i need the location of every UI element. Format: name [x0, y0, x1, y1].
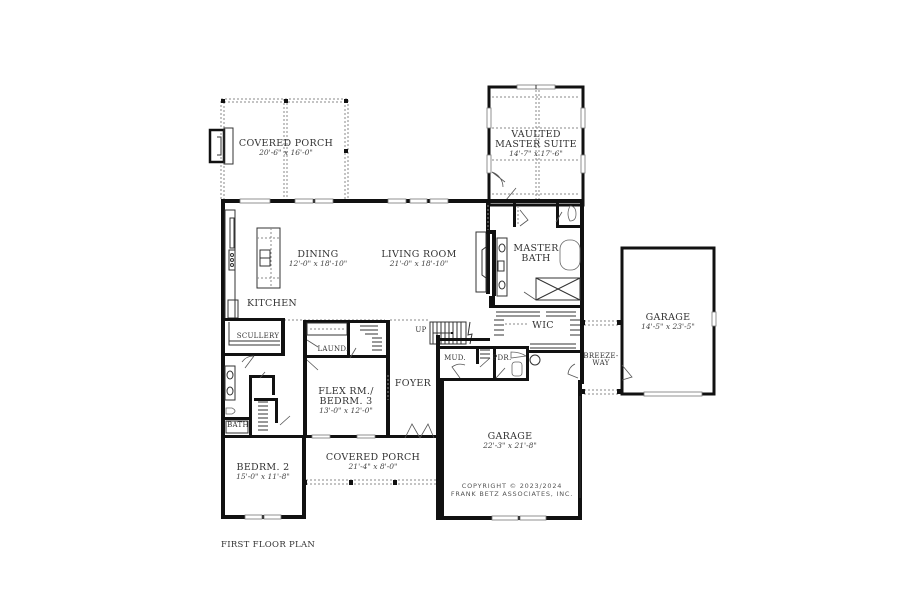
room-label-laundry: LAUND. — [317, 345, 349, 353]
room-label-scullery: SCULLERY — [236, 332, 280, 340]
room-name-line2: BEDRM. 3 — [319, 395, 373, 407]
flex-laundry-walls — [303, 320, 390, 438]
room-name: LAUND. — [317, 345, 349, 353]
room-name: GARAGE — [645, 312, 691, 323]
copyright-notice: COPYRIGHT © 2023/2024 FRANK BETZ ASSOCIA… — [451, 482, 573, 499]
room-name: LIVING ROOM — [381, 249, 457, 260]
plan-title: FIRST FLOOR PLAN — [221, 540, 316, 550]
room-name: SCULLERY — [236, 332, 280, 340]
room-label-garage-main: GARAGE 22'-3" x 21'-8" — [483, 432, 537, 450]
room-dimensions: 22'-3" x 21'-8" — [483, 440, 537, 450]
room-name: BEDRM. 2 — [236, 462, 290, 473]
stair-label: UP — [415, 326, 427, 334]
room-dimensions: 14'-7" x 17'-6" — [509, 148, 563, 158]
room-label-bedroom-2: BEDRM. 2 15'-0" x 11'-8" — [236, 463, 290, 481]
copyright-line-1: COPYRIGHT © 2023/2024 — [461, 482, 563, 490]
room-label-foyer: FOYER — [395, 379, 431, 389]
room-label-covered-porch-rear: COVERED PORCH 20'-6" x 16'-0" — [239, 139, 333, 157]
master-suite-outline — [486, 84, 586, 207]
room-name-line2: WAY — [592, 359, 610, 368]
room-name-line1: BREEZE- — [583, 352, 619, 360]
room-label-master-suite: VAULTED MASTER SUITE 14'-7" x 17'-6" — [495, 130, 577, 158]
room-label-master-bath: MASTER BATH — [513, 244, 558, 264]
room-name: PDR. — [492, 354, 512, 362]
room-label-garage-detached: GARAGE 14'-5" x 23'-5" — [641, 313, 695, 331]
room-dimensions: 20'-6" x 16'-0" — [259, 147, 313, 157]
room-dimensions: 13'-0" x 12'-0" — [319, 405, 373, 415]
room-name-line2: BATH — [521, 252, 551, 264]
mud-powder-walls — [439, 346, 541, 381]
foyer-stairs — [390, 319, 490, 520]
room-label-breezeway: BREEZE- WAY — [583, 352, 619, 368]
room-label-dining: DINING 12'-0" x 18'-10" — [289, 250, 348, 268]
scullery-walls — [221, 318, 285, 369]
stair-up-label: UP — [415, 326, 427, 334]
room-label-powder: PDR. — [492, 354, 512, 362]
room-name: BATH — [227, 421, 249, 429]
room-name: GARAGE — [487, 431, 533, 442]
room-name: COVERED PORCH — [325, 452, 421, 463]
room-name: KITCHEN — [246, 298, 298, 309]
room-dimensions: 21'-4" x 8'-0" — [348, 461, 398, 471]
walk-in-closet — [494, 311, 584, 353]
room-label-mud: MUD. — [444, 354, 466, 362]
room-name: FOYER — [394, 378, 432, 389]
room-name-line1: FLEX RM./ — [318, 386, 374, 397]
room-dimensions: 12'-0" x 18'-10" — [288, 258, 348, 268]
room-label-kitchen: KITCHEN — [247, 299, 297, 309]
breezeway — [581, 320, 621, 395]
room-label-flex-room: FLEX RM./ BEDRM. 3 13'-0" x 12'-0" — [318, 387, 373, 415]
detached-garage-walls — [620, 246, 717, 397]
bedroom-2-walls — [221, 435, 306, 520]
bath-hall-walls — [221, 365, 306, 438]
rear-covered-porch-outline — [208, 98, 349, 201]
copyright-line-2: FRANK BETZ ASSOCIATES, INC. — [450, 490, 574, 499]
room-name: MUD. — [444, 354, 466, 362]
main-exterior-walls — [221, 198, 496, 519]
closet-shelving — [360, 325, 382, 351]
room-dimensions: 14'-5" x 23'-5" — [641, 321, 695, 331]
room-name-line2: MASTER SUITE — [495, 138, 577, 150]
room-dimensions: 21'-0" x 18'-10" — [389, 258, 449, 268]
room-name-line1: MASTER — [513, 243, 559, 254]
room-label-wic: WIC — [532, 321, 554, 331]
room-name-line1: VAULTED — [511, 129, 561, 140]
room-name: COVERED PORCH — [238, 138, 334, 149]
room-name: DINING — [297, 249, 339, 260]
room-label-covered-porch-front: COVERED PORCH 21'-4" x 8'-0" — [326, 453, 420, 471]
room-name: WIC — [532, 320, 554, 331]
master-bath-walls — [489, 199, 584, 384]
room-label-bath: BATH — [227, 421, 249, 429]
room-label-living-room: LIVING ROOM 21'-0" x 18'-10" — [381, 250, 456, 268]
main-garage-walls — [440, 363, 582, 521]
room-dimensions: 15'-0" x 11'-8" — [236, 471, 290, 481]
